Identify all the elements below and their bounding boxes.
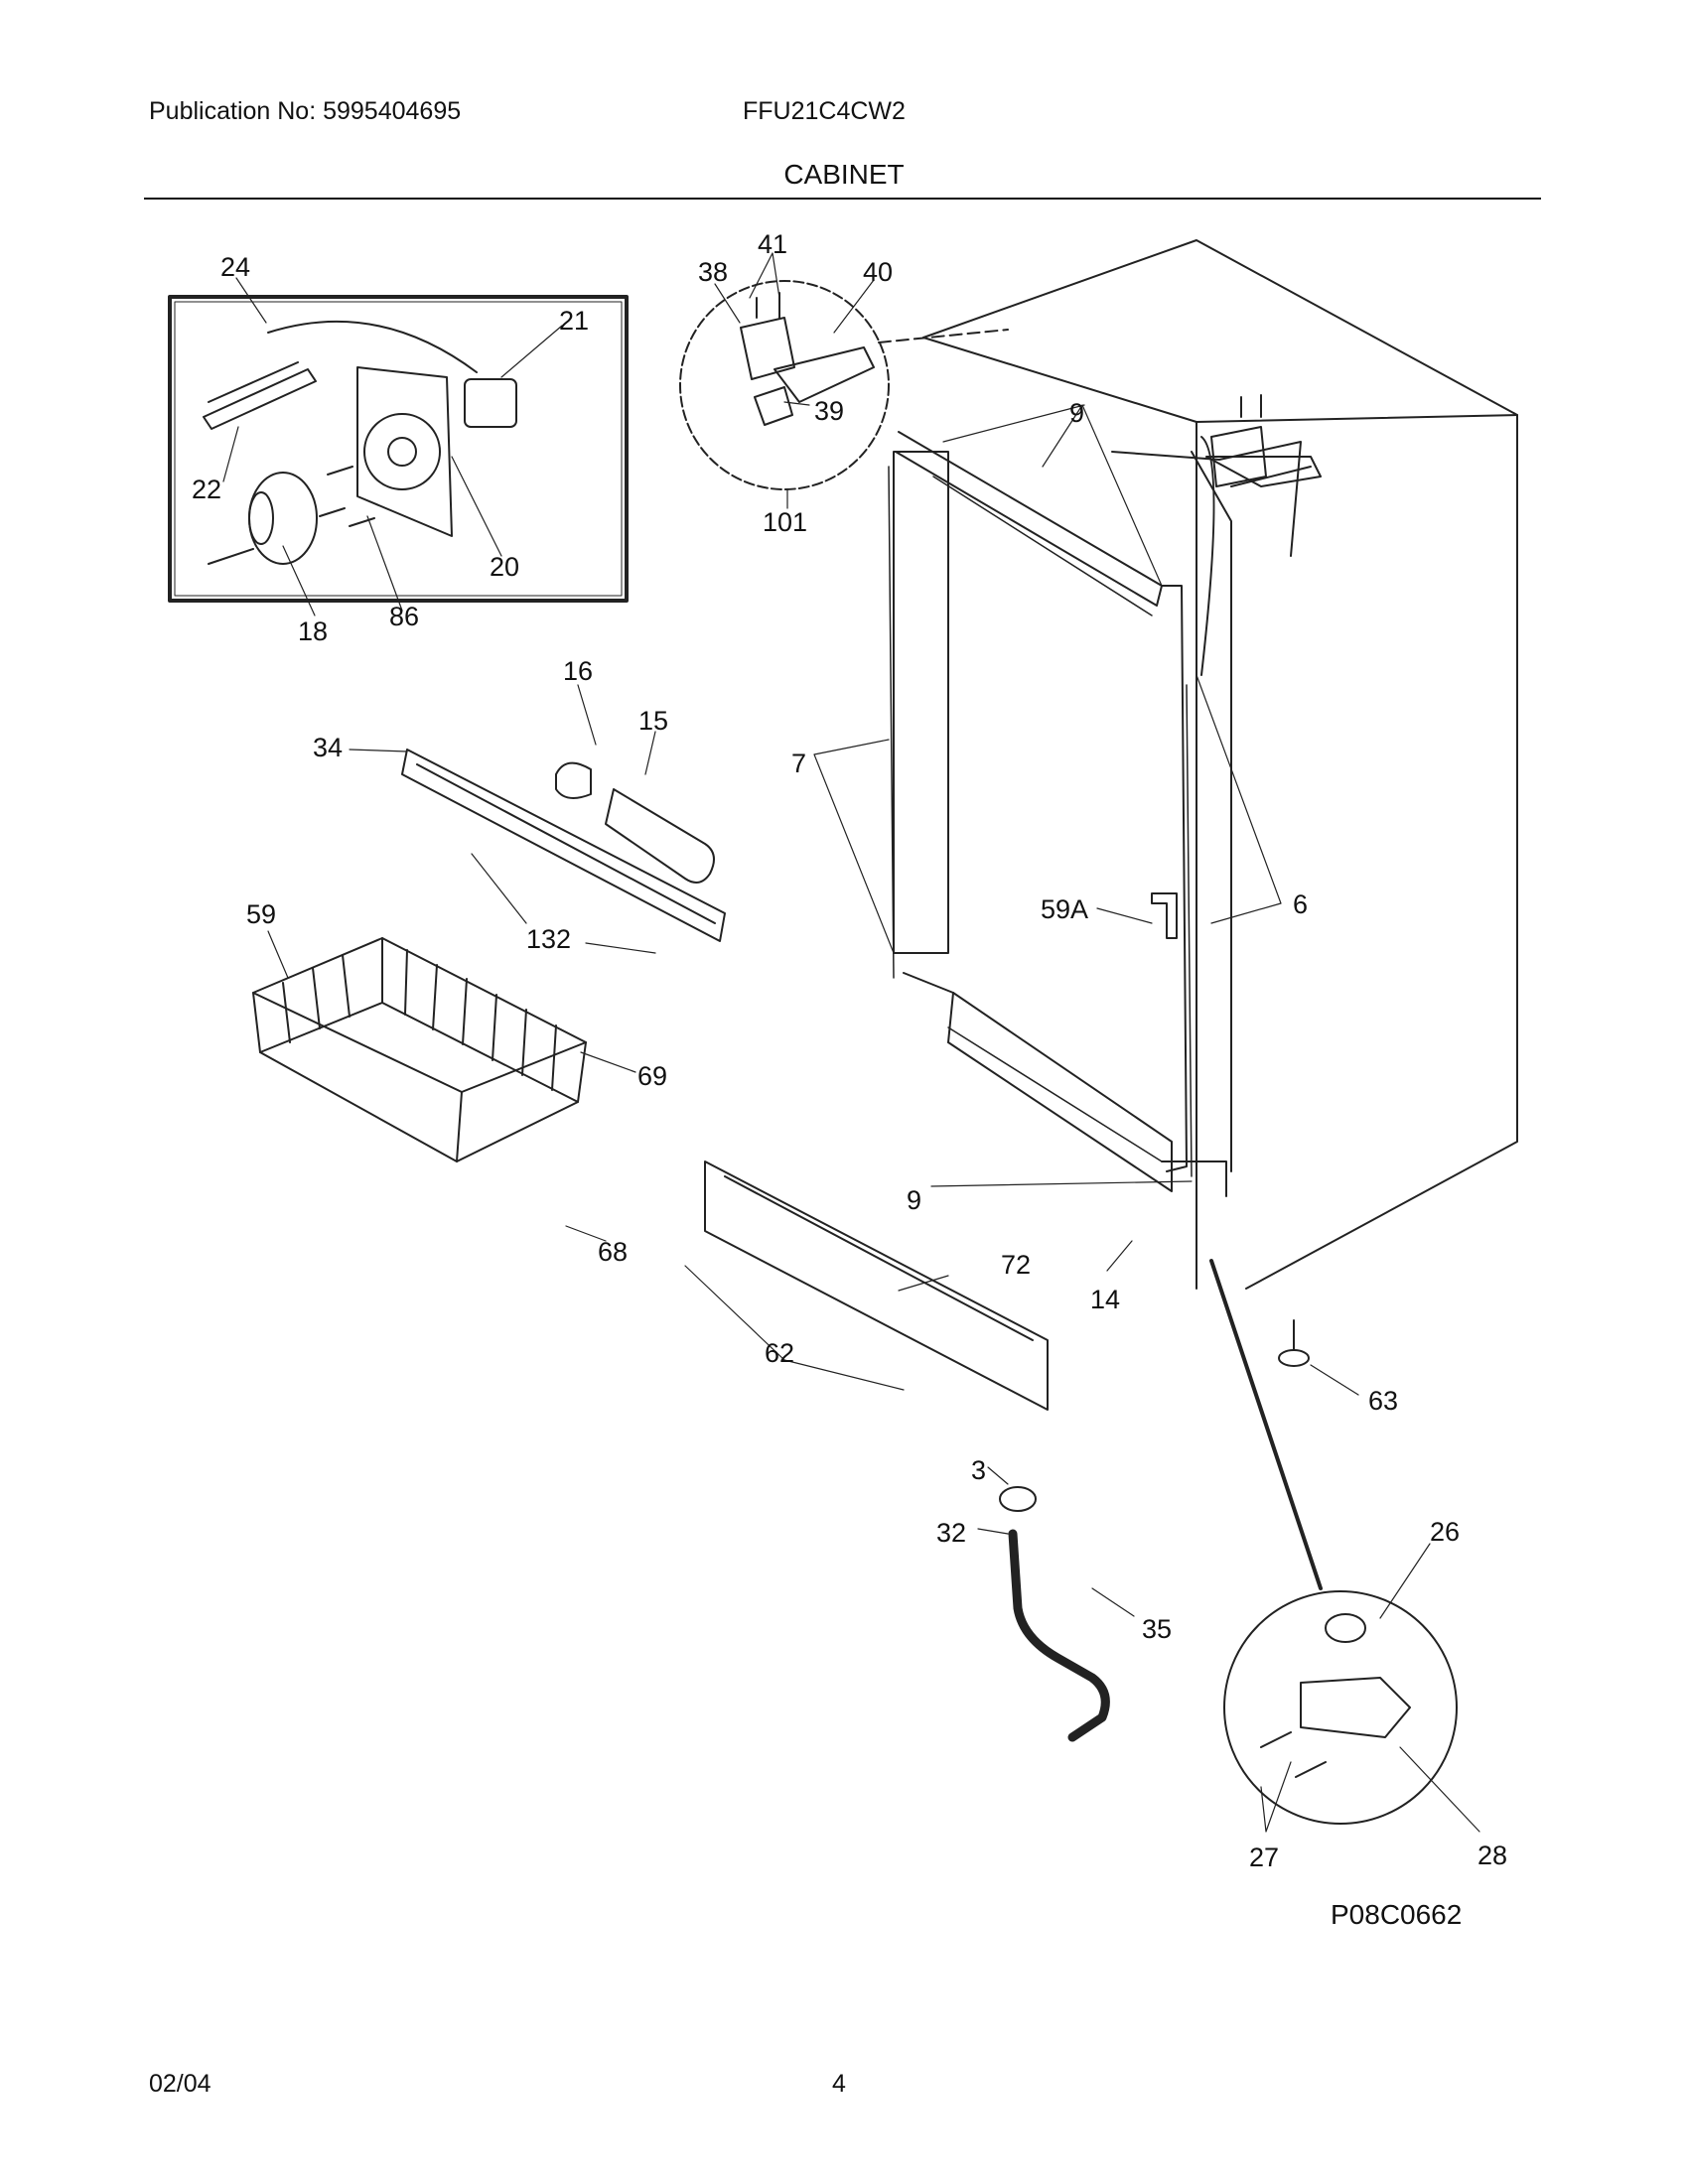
callout-24: 24	[220, 252, 250, 282]
callout-132: 132	[526, 924, 571, 954]
callout-40: 40	[863, 257, 893, 287]
drain-tube	[999, 1486, 1110, 1742]
callout-59: 59	[246, 899, 276, 929]
shelf-and-light	[401, 749, 726, 942]
callout-labels: 24 21 22 20 18 86 41 38 40 39 101 9 7 6 …	[192, 229, 1507, 1872]
callout-68: 68	[598, 1237, 628, 1267]
callout-28: 28	[1477, 1841, 1507, 1870]
publication-number: Publication No: 5995404695	[149, 97, 462, 125]
bottom-hinge-detail	[1209, 1259, 1458, 1825]
leader-lines	[222, 252, 1480, 1833]
callout-26: 26	[1430, 1517, 1460, 1547]
publication-date: 02/04	[149, 2070, 211, 2098]
callout-62: 62	[765, 1338, 794, 1368]
callout-22: 22	[192, 475, 221, 504]
door-gaskets	[888, 466, 1193, 1177]
callout-86: 86	[389, 602, 419, 631]
callout-63: 63	[1368, 1386, 1398, 1416]
cabinet-body	[893, 239, 1518, 1290]
callout-101: 101	[763, 507, 807, 537]
callout-69: 69	[637, 1061, 667, 1091]
callout-6: 6	[1293, 889, 1308, 919]
callout-27: 27	[1249, 1843, 1279, 1872]
leveling-leg	[1278, 1319, 1310, 1367]
callout-72: 72	[1001, 1250, 1031, 1280]
callout-34: 34	[313, 733, 343, 762]
kickplate	[704, 1160, 1049, 1411]
callout-38: 38	[698, 257, 728, 287]
title-rule	[144, 198, 1541, 200]
page-title: CABINET	[783, 159, 905, 190]
callout-39: 39	[814, 396, 844, 426]
callout-7: 7	[791, 749, 806, 778]
page-number: 4	[832, 2070, 846, 2098]
model-number: FFU21C4CW2	[743, 97, 906, 125]
callout-9-top: 9	[1069, 398, 1084, 428]
callout-41: 41	[758, 229, 787, 259]
top-hinge-detail	[679, 280, 1009, 490]
callout-3: 3	[971, 1455, 986, 1485]
fan-assembly-inset	[168, 295, 629, 603]
callout-21: 21	[559, 306, 589, 336]
diagram-code: P08C0662	[1331, 1899, 1463, 1930]
callout-35: 35	[1142, 1614, 1172, 1644]
callout-20: 20	[490, 552, 519, 582]
callout-9-bottom: 9	[907, 1185, 921, 1215]
callout-59a: 59A	[1041, 894, 1088, 924]
callout-32: 32	[936, 1518, 966, 1548]
callout-14: 14	[1090, 1285, 1120, 1314]
callout-16: 16	[563, 656, 593, 686]
wire-basket	[252, 937, 587, 1162]
callout-15: 15	[638, 706, 668, 736]
callout-18: 18	[298, 616, 328, 646]
